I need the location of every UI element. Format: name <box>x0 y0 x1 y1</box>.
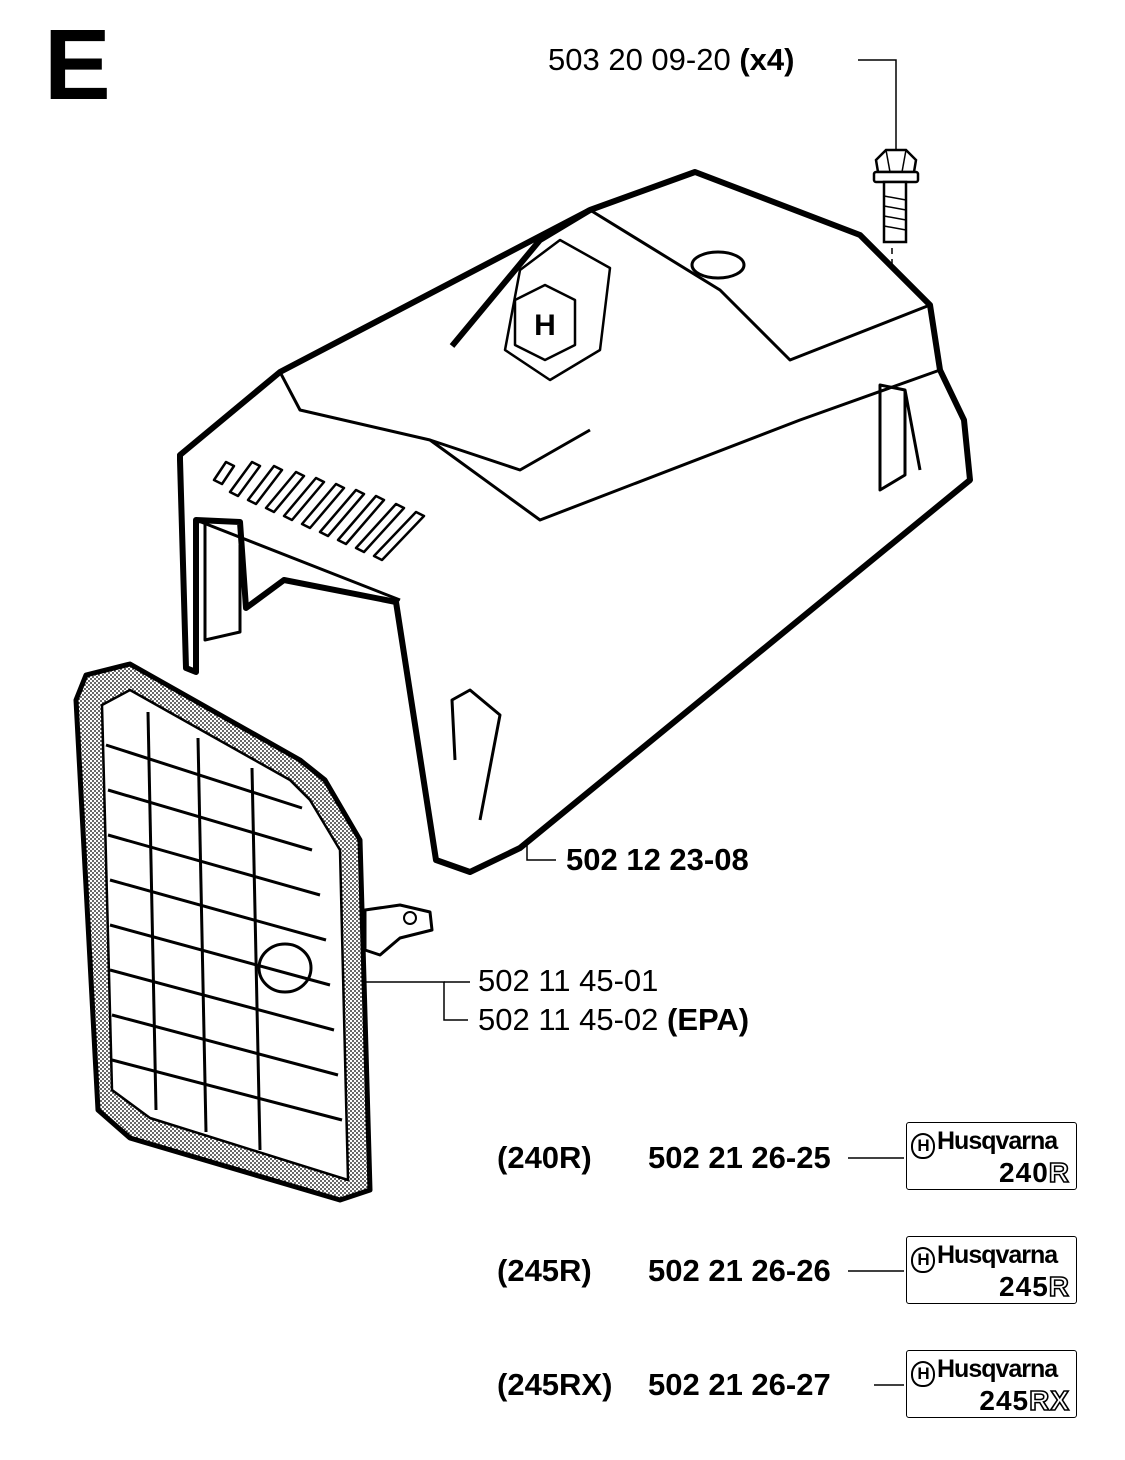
section-letter: E <box>44 9 111 121</box>
grille-epa-note: (EPA) <box>667 1002 750 1037</box>
decal-part-number-240r: 502 21 26-25 <box>648 1140 831 1175</box>
screw-drawing <box>872 148 920 244</box>
decal-model: 245R <box>999 1271 1070 1303</box>
decal-variant-245rx: (245RX) <box>497 1367 613 1402</box>
grille-drawing <box>73 661 434 1203</box>
decal-variant-245r: (245R) <box>497 1253 592 1288</box>
cover-drawing: H <box>177 169 973 875</box>
husqvarna-logo-icon: H <box>911 1247 935 1273</box>
decal-part-number-245rx: 502 21 26-27 <box>648 1367 831 1402</box>
screw-quantity: (x4) <box>739 42 795 77</box>
decal-model: 245RX <box>979 1385 1070 1417</box>
husqvarna-logo-icon: H <box>911 1133 935 1159</box>
cover-part-number: 502 12 23-08 <box>566 842 749 877</box>
cover-vent-slots <box>212 460 426 562</box>
svg-text:H: H <box>534 309 556 342</box>
leader-screw <box>858 59 897 150</box>
grille-epa-part-label: 502 11 45-02 (EPA) <box>478 1002 749 1038</box>
grille-epa-part-number: 502 11 45-02 <box>478 1002 659 1037</box>
decal-part-number-245r: 502 21 26-26 <box>648 1253 831 1288</box>
decal-variant-240r: (240R) <box>497 1140 592 1175</box>
screw-part-label: 503 20 09-20 (x4) <box>548 42 794 78</box>
husqvarna-logo-icon: H <box>911 1361 935 1387</box>
grille-bars <box>105 711 343 1151</box>
grille-std-part-number: 502 11 45-01 <box>478 963 659 998</box>
decal-model: 240R <box>999 1157 1070 1189</box>
leader-grille <box>360 981 468 1021</box>
screw-part-number: 503 20 09-20 <box>548 42 731 77</box>
